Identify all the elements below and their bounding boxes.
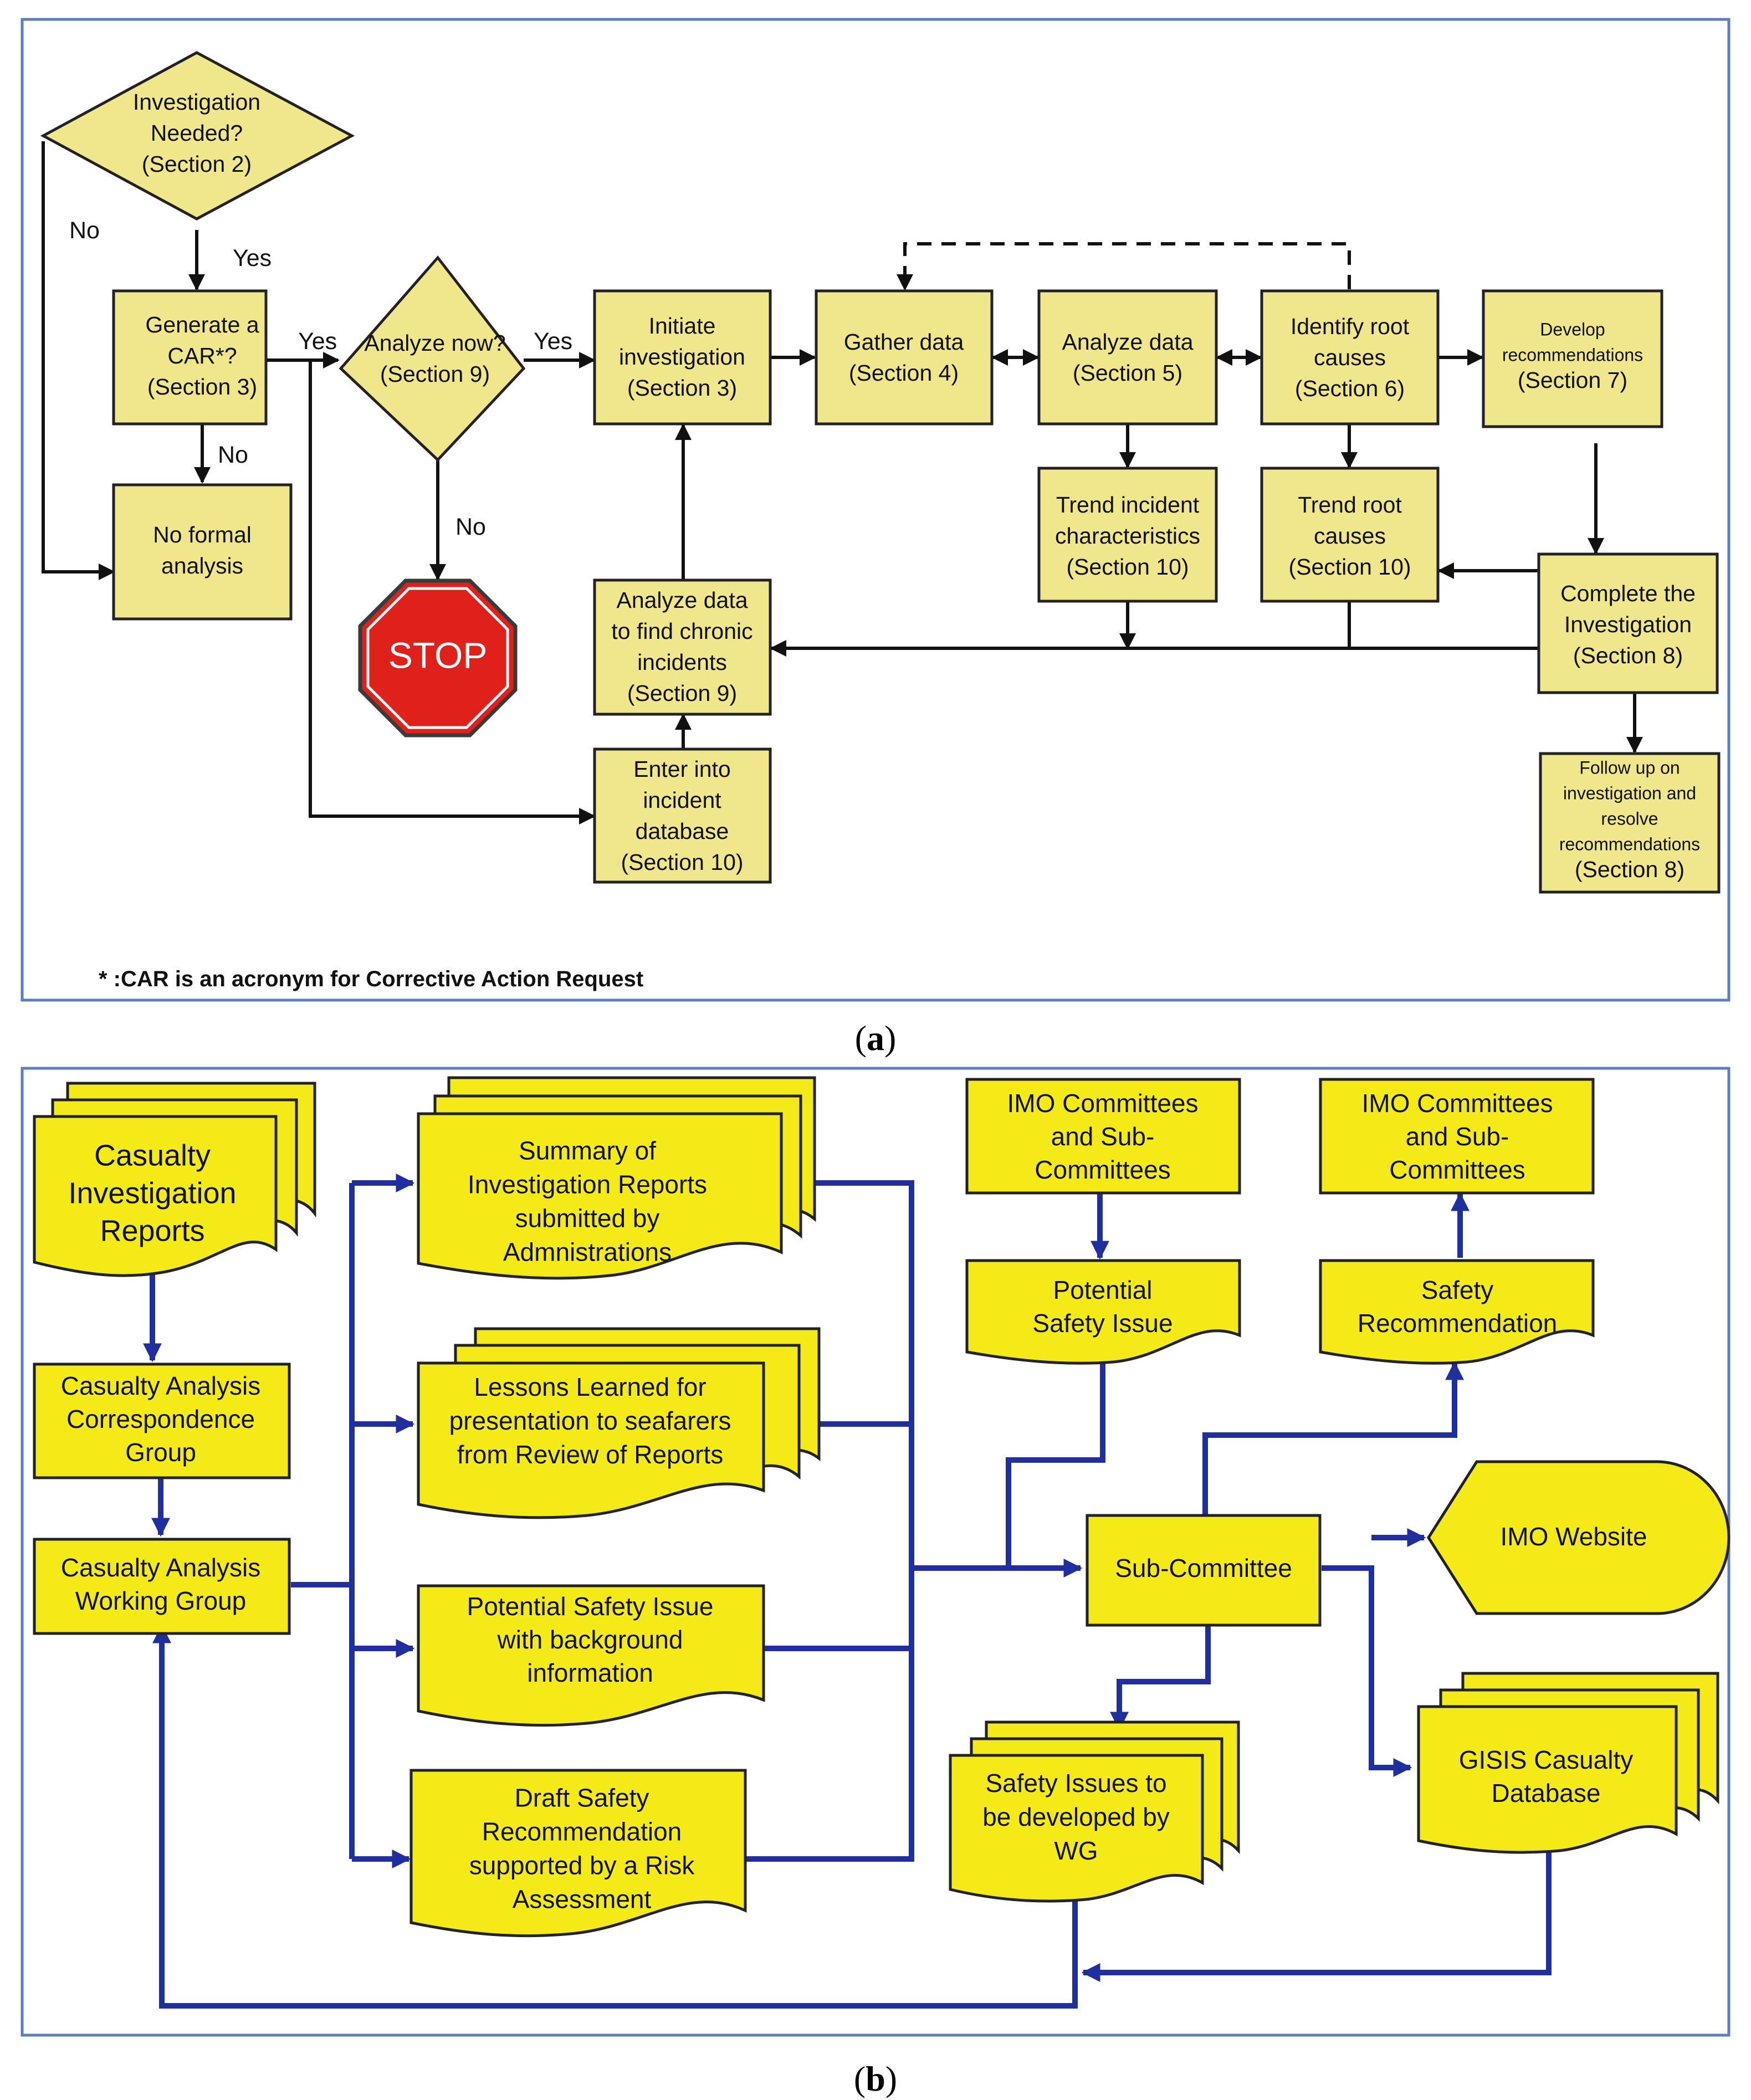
panel-b-connectors: [142, 1173, 1552, 2009]
doc-lessons-learned: [417, 1327, 821, 1519]
panel-a-connectors: [42, 141, 1643, 824]
doc-potential-safety-issue: [965, 1259, 1241, 1365]
doc-safety-recommendation: [1319, 1259, 1595, 1365]
process-no-formal-analysis: [112, 483, 293, 621]
edge-gisis-feedback: [1081, 1851, 1552, 1983]
doc-safety-issues-wg: [949, 1720, 1240, 1903]
edge-label-yes-analyze: Yes: [298, 328, 337, 355]
edge-identify-gather-feedback: [897, 242, 1351, 291]
process-generate-car: [112, 289, 268, 426]
edge-car-to-database: [309, 360, 596, 824]
edge-potential-issue-down: [1006, 1346, 1105, 1568]
process-initiate-investigation: [593, 289, 772, 426]
doc-summary-reports: [417, 1076, 816, 1280]
doc-potential-background: [417, 1584, 765, 1727]
doc-gisis-database: [1417, 1672, 1719, 1854]
edge-subcommittee-issues: [1109, 1626, 1211, 1731]
doc-draft-recommendation: [409, 1769, 747, 1938]
doc-casualty-reports: [33, 1082, 316, 1277]
process-analyze-data: [1037, 289, 1218, 426]
edge-subcommittee-gisis: [1322, 1565, 1412, 1778]
stop-sign: STOP: [358, 578, 518, 737]
edge-label-no-generate: No: [218, 442, 248, 468]
process-working-group: [33, 1538, 291, 1635]
display-imo-website: [1427, 1460, 1730, 1615]
edge-label-no-left: No: [69, 217, 100, 244]
edge-label-yes-initiate: Yes: [534, 328, 572, 355]
process-correspondence-group: [33, 1363, 291, 1479]
panel-a-frame: [21, 18, 1730, 1002]
label-analyze-data: Analyze data(Section 5): [1062, 329, 1193, 386]
edge-collect-trunk: [745, 1180, 914, 1862]
label-imo-website: IMO Website: [1501, 1522, 1647, 1551]
process-follow-up: [1539, 752, 1721, 894]
panel-a: No Yes No Yes Yes No STOP: [21, 18, 1730, 1002]
process-analyze-chronic: [593, 578, 772, 716]
label-sub-committee: Sub-Committee: [1115, 1554, 1292, 1582]
process-complete-investigation: [1537, 552, 1719, 694]
edge-label-no-stop: No: [455, 514, 486, 540]
process-develop-recommendations: [1482, 289, 1663, 428]
label-gather-data: Gather data(Section 4): [844, 329, 964, 386]
stop-label: STOP: [388, 634, 488, 675]
label-analyze-now: Analyze now?(Section 9): [364, 330, 505, 387]
process-imo-committees-right: [1319, 1078, 1595, 1195]
decision-analyze-now: [339, 255, 526, 462]
process-enter-database: [593, 747, 772, 884]
caption-a: (a): [855, 1018, 897, 1058]
decision-investigation-needed: [40, 51, 355, 221]
process-trend-root-causes: [1260, 467, 1440, 603]
edge-needed-no: [42, 141, 115, 580]
edge-label-yes-generate: Yes: [233, 245, 272, 272]
footnote: * :CAR is an acronym for Corrective Acti…: [99, 967, 643, 991]
process-trend-incident-characteristics: [1037, 467, 1218, 603]
caption-b: (b): [854, 2059, 897, 2098]
process-gather-data: [815, 289, 994, 426]
process-sub-committee: [1086, 1514, 1322, 1627]
edge-feedback-working: [152, 1624, 1078, 2009]
process-imo-committees-left: [965, 1078, 1241, 1195]
process-identify-root-causes: [1260, 289, 1440, 426]
edge-subcommittee-recommendation: [1202, 1361, 1465, 1532]
